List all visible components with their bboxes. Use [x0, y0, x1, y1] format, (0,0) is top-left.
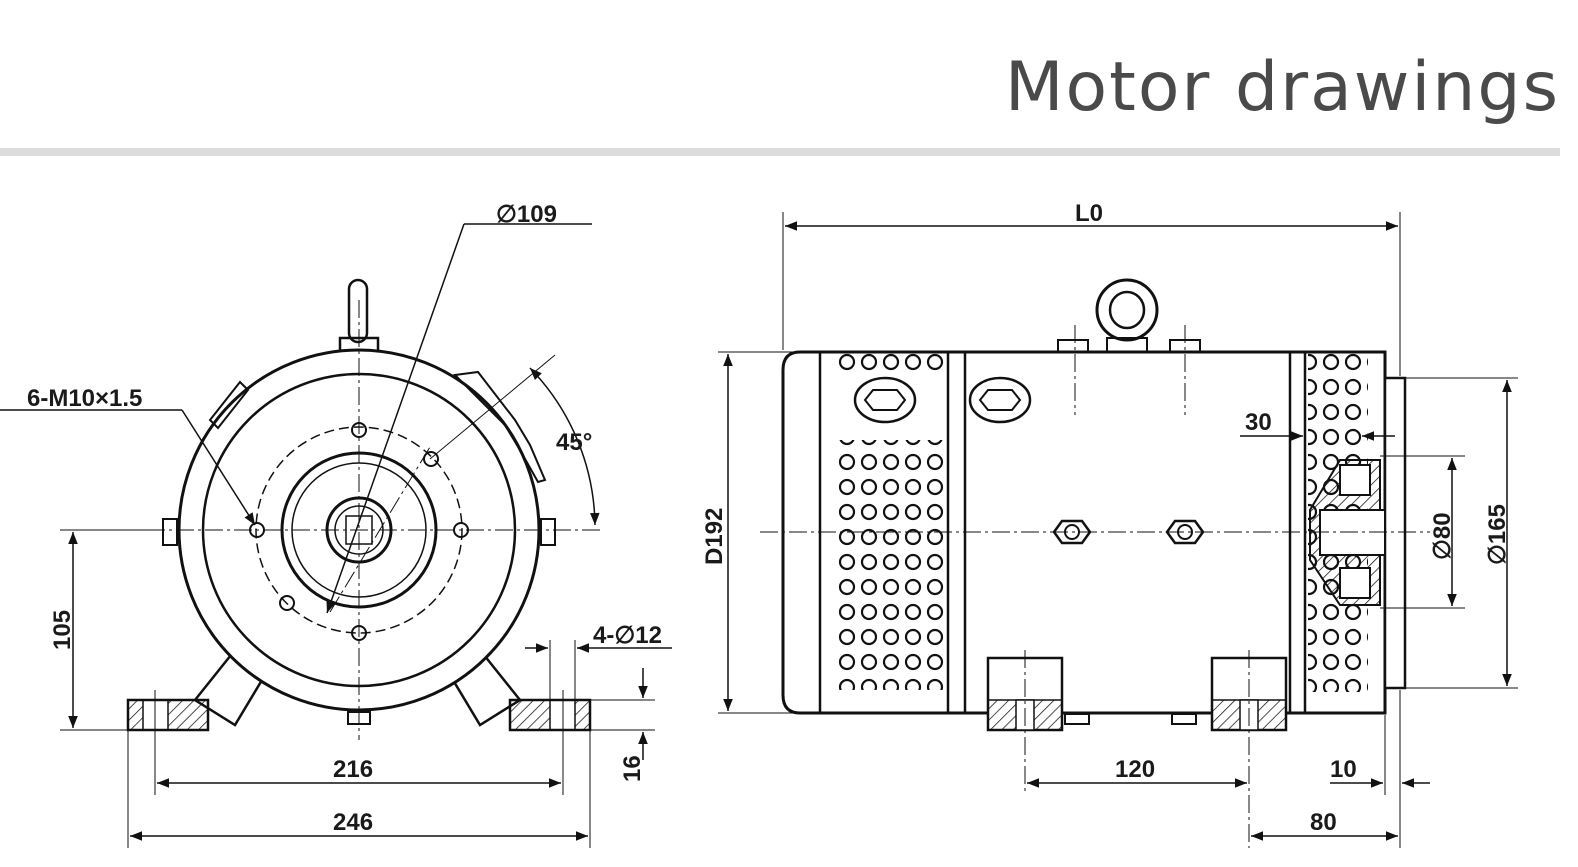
dim-thread: 6-M10×1.5 [27, 385, 142, 412]
dim-foot-thickness: 16 [619, 755, 646, 782]
dim-foot-to-flange: 80 [1310, 809, 1337, 836]
dim-angle: 45° [556, 429, 592, 456]
dim-diameter: D192 [701, 508, 728, 565]
dim-foot-spacing: 120 [1115, 756, 1155, 783]
page-title: Motor drawings [1004, 48, 1560, 127]
dim-flange-dia: ∅165 [1484, 504, 1511, 565]
dim-bolt-circle: ∅109 [496, 201, 557, 228]
dim-flange-offset: 30 [1245, 409, 1272, 436]
dim-hole-spacing: 216 [333, 756, 373, 783]
header-divider [0, 148, 1560, 156]
front-view [0, 223, 672, 848]
dim-spigot-depth: 10 [1330, 756, 1357, 783]
dim-foot-holes: 4-∅12 [593, 622, 662, 649]
dim-length: L0 [1075, 200, 1103, 227]
dim-base-width: 246 [333, 809, 373, 836]
side-view [718, 212, 1518, 848]
dim-spigot: ∅80 [1429, 512, 1456, 560]
dim-shaft-height: 105 [49, 610, 76, 650]
